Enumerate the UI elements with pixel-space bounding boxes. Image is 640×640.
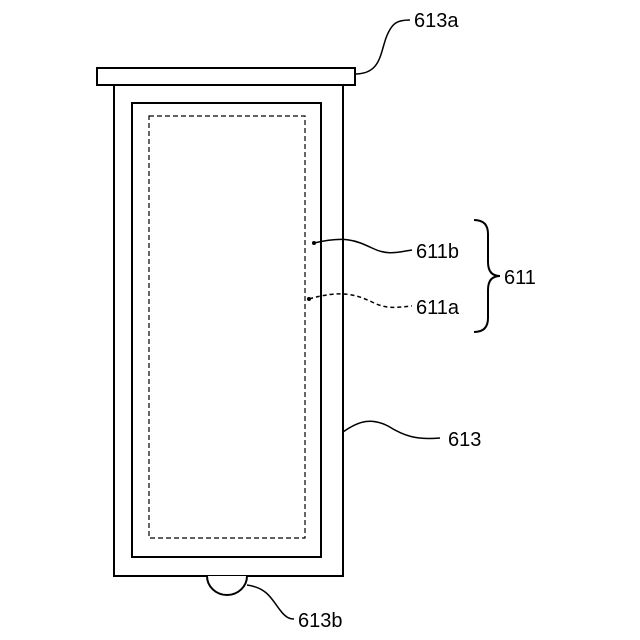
group-brace	[474, 220, 500, 332]
label-613a: 613a	[414, 10, 459, 32]
leader-613a	[355, 20, 410, 74]
label-611a: 611a	[416, 297, 460, 319]
label-611: 611	[504, 267, 536, 289]
leader-613	[343, 421, 440, 438]
cap-plate	[97, 68, 355, 85]
outer-case	[114, 85, 343, 576]
bottom-tab	[207, 576, 247, 595]
label-611b: 611b	[416, 241, 459, 263]
label-613b: 613b	[298, 610, 343, 632]
leader-613b	[247, 585, 294, 619]
label-613: 613	[448, 429, 481, 451]
